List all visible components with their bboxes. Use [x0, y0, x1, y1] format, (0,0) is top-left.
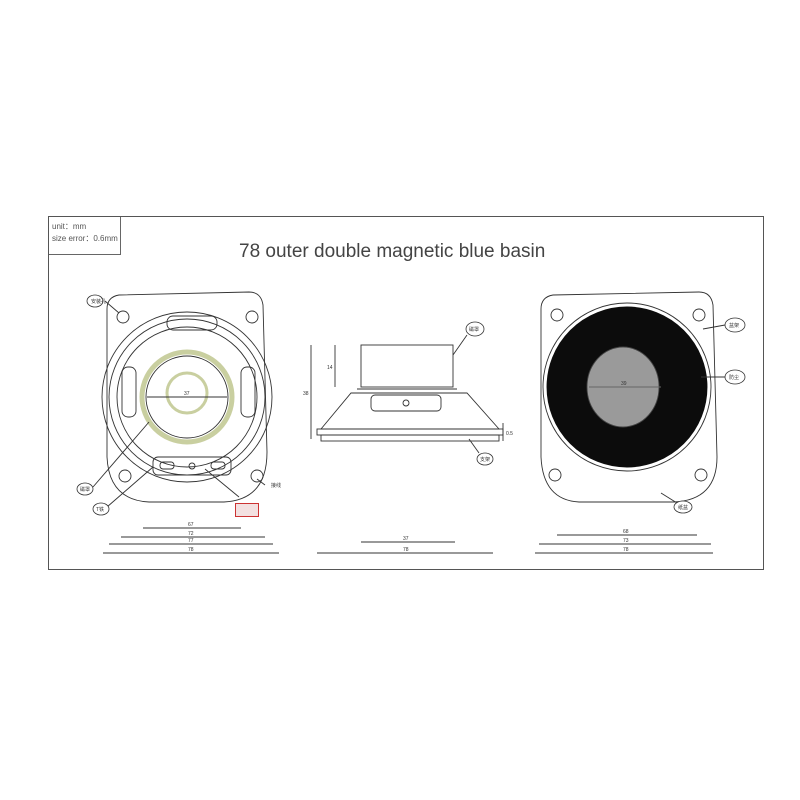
- side-callout-bottom: [476, 452, 494, 466]
- front-terminal: [152, 456, 232, 476]
- front-view: [92, 291, 279, 554]
- front-callout-lower-left-1-text: 磁罩: [80, 486, 90, 493]
- rear-callout-right-1-text: 盆架: [729, 322, 739, 329]
- rear-callout-bottom-text: 纸盆: [678, 504, 688, 511]
- side-dim-2-label: 78: [403, 547, 409, 553]
- size-error-label: size error：0.6mm: [52, 234, 118, 243]
- front-dim-3-label: 77: [188, 538, 194, 544]
- terminal-label-sticker: [235, 503, 259, 517]
- front-hole-bl: [118, 469, 132, 483]
- technical-drawing: 安装孔 磁罩 T铁 接线 37 67 72 77 78: [76, 291, 746, 554]
- rear-hole-tl: [550, 308, 564, 322]
- rear-leader-3: [660, 492, 678, 504]
- side-dim-1-label: 37: [403, 536, 409, 542]
- side-callout-markers: [465, 321, 494, 466]
- front-callout-lower-left-2-text: T铁: [96, 506, 104, 513]
- side-callout-top-text: 磁罩: [469, 326, 479, 333]
- rear-hole-bl: [548, 468, 562, 482]
- side-flange: [316, 428, 504, 436]
- front-callout-markers: [76, 294, 110, 516]
- front-leader-5: [256, 478, 266, 486]
- front-dim-inner-label: 37: [184, 391, 190, 397]
- front-dim-4-label: 78: [188, 547, 194, 553]
- rear-hole-br: [694, 468, 708, 482]
- side-view: [310, 334, 504, 554]
- side-gasket: [320, 434, 500, 442]
- front-dim-2-label: 72: [188, 531, 194, 537]
- rear-callout-right-2-text: 防尘: [729, 374, 739, 381]
- side-dim-magnet-label: 14: [327, 365, 333, 371]
- rear-leader-1: [702, 324, 726, 330]
- front-hole-tr: [245, 310, 259, 324]
- rear-outer-ring: [542, 302, 712, 472]
- front-callout-lower-left-1: [76, 482, 94, 496]
- side-terminal-center: [402, 399, 410, 407]
- rear-callout-right-2: [724, 369, 746, 385]
- rear-hole-tr: [692, 308, 706, 322]
- side-callout-top: [465, 321, 485, 337]
- drawing-title: 78 outer double magnetic blue basin: [239, 241, 546, 262]
- front-frame: [106, 291, 268, 503]
- front-leader-2: [92, 421, 150, 488]
- rear-dim-inner-label: 39: [621, 381, 627, 387]
- front-leader-1: [104, 300, 120, 314]
- rear-dim-3-label: 78: [623, 547, 629, 553]
- front-slot-right: [240, 366, 256, 418]
- side-magnet: [360, 344, 454, 388]
- front-cone-ring: [139, 349, 235, 445]
- front-terminal-center: [188, 462, 196, 470]
- unit-label: unit：mm: [52, 222, 87, 231]
- rear-callout-right-1: [724, 317, 746, 333]
- rear-view: [535, 291, 726, 554]
- rear-frame: [540, 291, 718, 503]
- front-terminal-right: [210, 461, 226, 470]
- front-dim-1-label: 67: [188, 522, 194, 528]
- rear-dim-1-label: 68: [623, 529, 629, 535]
- front-callout-lower-left-2: [92, 502, 110, 516]
- front-leader-4: [204, 468, 240, 498]
- side-dim-height-label: 38: [303, 391, 309, 397]
- front-outer-ring: [101, 311, 273, 483]
- drawing-sheet: unit：mm size error：0.6mm 78 outer double…: [48, 216, 764, 570]
- front-ring-3: [116, 326, 258, 468]
- front-callout-lower-right-text: 接线: [271, 482, 281, 489]
- side-leader-top: [452, 334, 468, 356]
- front-terminal-left: [159, 461, 175, 470]
- front-leader-3: [106, 466, 154, 508]
- rear-callout-bottom: [673, 500, 693, 514]
- side-leader-bottom: [468, 438, 480, 454]
- front-hole-br: [250, 469, 264, 483]
- rear-callout-markers: [673, 317, 746, 514]
- side-callout-bottom-text: 支架: [480, 456, 490, 463]
- front-callout-top-left: [86, 294, 104, 308]
- front-hole-tl: [116, 310, 130, 324]
- side-terminal: [370, 394, 442, 412]
- front-dust-cap: [165, 371, 209, 415]
- front-callout-top-left-text: 安装孔: [91, 298, 106, 305]
- front-slot-top: [166, 315, 218, 331]
- side-dim-flange-label: 0.5: [506, 431, 513, 437]
- unit-info-box: unit：mm size error：0.6mm: [49, 217, 121, 255]
- rear-dim-2-label: 73: [623, 538, 629, 544]
- front-slot-left: [121, 366, 137, 418]
- front-cone-inner: [145, 355, 229, 439]
